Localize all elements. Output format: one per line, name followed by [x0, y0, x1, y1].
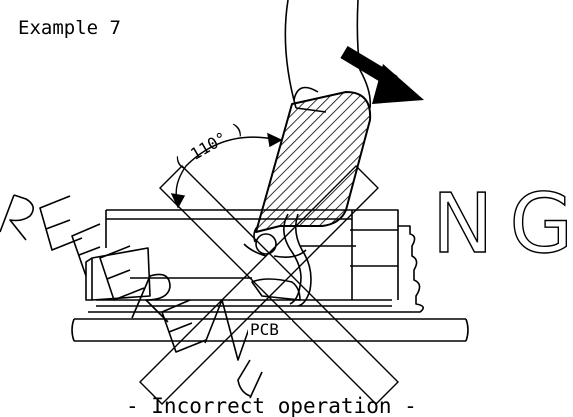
flat-cable	[255, 91, 372, 233]
cable-tip	[243, 225, 277, 257]
pcb-label: PCB	[250, 320, 279, 339]
caption: - Incorrect operation -	[126, 394, 417, 417]
connector-housing	[85, 209, 424, 313]
ng-label: NG	[432, 177, 573, 272]
example-label: Example 7	[18, 17, 121, 39]
pcb-label-box	[248, 320, 292, 338]
watermark-reference	[0, 194, 263, 399]
pcb-board	[71, 318, 469, 342]
arrow-icon	[340, 45, 424, 104]
incorrect-x-mark	[139, 165, 399, 405]
angle-arc	[170, 132, 283, 209]
